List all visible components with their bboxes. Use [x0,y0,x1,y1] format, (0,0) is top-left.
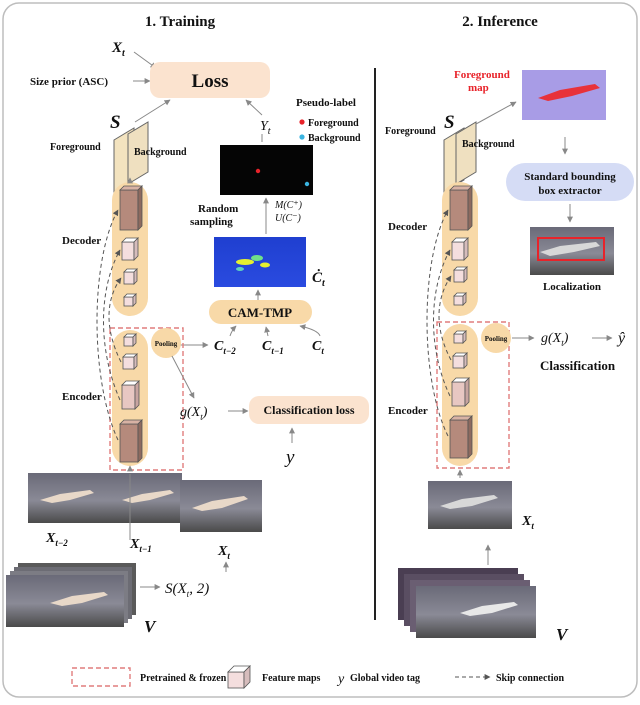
classification-loss-label: Classification loss [263,403,354,417]
foreground-label: Foreground [50,142,101,153]
xt-top-label: Xt [111,40,126,59]
frame-tm1-label: Xt−1 [129,537,152,554]
inf-encoder-cubes [449,330,473,459]
frame-t-label: Xt [217,544,230,561]
inf-xt-label: Xt [521,514,534,531]
pseudo-bg-label: Background [308,133,361,144]
inf-frame-t [428,481,512,529]
y-global-label: y [284,447,295,468]
pseudo-label-map [220,145,313,195]
bg-map-plane [127,121,149,185]
decoder-cubes [119,185,143,307]
inf-decoder-cubes [449,185,473,306]
legend-skip: Skip connection [496,673,565,684]
legend-feature-maps: Feature maps [262,673,321,684]
heat-blob-4 [236,267,244,271]
legend-y-symbol: y [336,672,345,687]
inference-title: 2. Inference [462,14,538,30]
classification-label: Classification [540,358,616,373]
background-label: Background [134,147,187,158]
inf-bg-plane [455,121,477,185]
cam-heatmap [214,237,306,287]
size-prior-label: Size prior (ASC) [30,76,108,88]
skip-connections [96,209,122,441]
loss-box [150,62,270,98]
pseudo-label-title: Pseudo-label [296,97,356,109]
inf-g-x-label: g(Xt) [541,331,569,348]
heat-blob-1 [236,259,254,265]
y-hat-label: ŷ [616,330,626,347]
localization-label: Localization [543,281,601,293]
v-label-inference: V [556,625,569,644]
legend-pretrained: Pretrained & frozen [140,673,227,684]
legend-cube-icon [227,665,251,689]
legend-frozen-swatch [71,667,131,687]
heat-blob-3 [260,262,270,268]
bbox-label-2: box extractor [538,185,601,197]
c-t-label: Ct [312,339,324,356]
pseudo-bg-dot [299,134,305,140]
inf-skip-connections [426,209,452,437]
frame-tm2-label: Xt−2 [45,531,68,548]
pseudo-fg-dot [299,119,305,125]
decoder-label: Decoder [62,235,101,247]
v-label-training: V [144,617,157,636]
loss-label: Loss [192,71,229,92]
bbox-extractor-box [506,163,634,201]
g-x-label: g(Xt) [180,405,208,422]
encoder-label: Encoder [62,391,102,403]
inf-pooling-label: Pooling [485,335,508,343]
fg-map-thumb [522,70,606,120]
encoder-cubes [119,333,143,463]
pseudo-map-fg-dot [255,168,261,174]
inf-decoder-label: Decoder [388,221,427,233]
fg-map-label-2: map [468,82,489,94]
bbox-label-1: Standard bounding [524,171,616,183]
training-title: 1. Training [145,14,216,30]
yt-label: Yt [260,119,271,137]
frame-tm2 [28,473,110,523]
random-sampling-2: sampling [190,216,233,228]
inf-frozen-box [436,321,510,469]
inf-foreground-label: Foreground [385,126,436,137]
frozen-box [109,327,184,471]
cam-tmp-box [209,300,312,324]
inf-background-label: Background [462,139,515,150]
localization-thumb [530,227,614,275]
s-label: S [110,112,121,133]
c-tm2-label: Ct−2 [214,339,236,356]
pseudo-map-bg-dot [304,181,310,187]
random-sampling-1: Random [198,203,238,215]
fg-map-label-1: Foreground [454,69,510,81]
m-sampling-label: M(C⁺) [274,200,303,211]
legend-global-tag: Global video tag [350,673,420,684]
c-dot-t-label: Ċt [312,269,326,289]
u-sampling-label: U(C⁻) [275,213,302,224]
inf-s-label: S [444,112,455,133]
pooling-circle [151,328,181,358]
inf-encoder-label: Encoder [388,405,428,417]
inf-pooling-circle [481,323,511,353]
video-stack-inference [398,568,536,638]
heat-blob-2 [251,255,263,261]
sampling-fn-label: S(Xt, 2) [165,581,209,599]
video-stack-training [6,563,136,627]
frame-t [180,480,262,532]
classification-loss-box [249,396,369,424]
c-tm1-label: Ct−1 [262,339,284,356]
frame-tm1 [110,473,182,523]
cam-tmp-label: CAM-TMP [228,305,292,320]
pseudo-fg-label: Foreground [308,118,359,129]
pooling-label: Pooling [155,340,178,348]
